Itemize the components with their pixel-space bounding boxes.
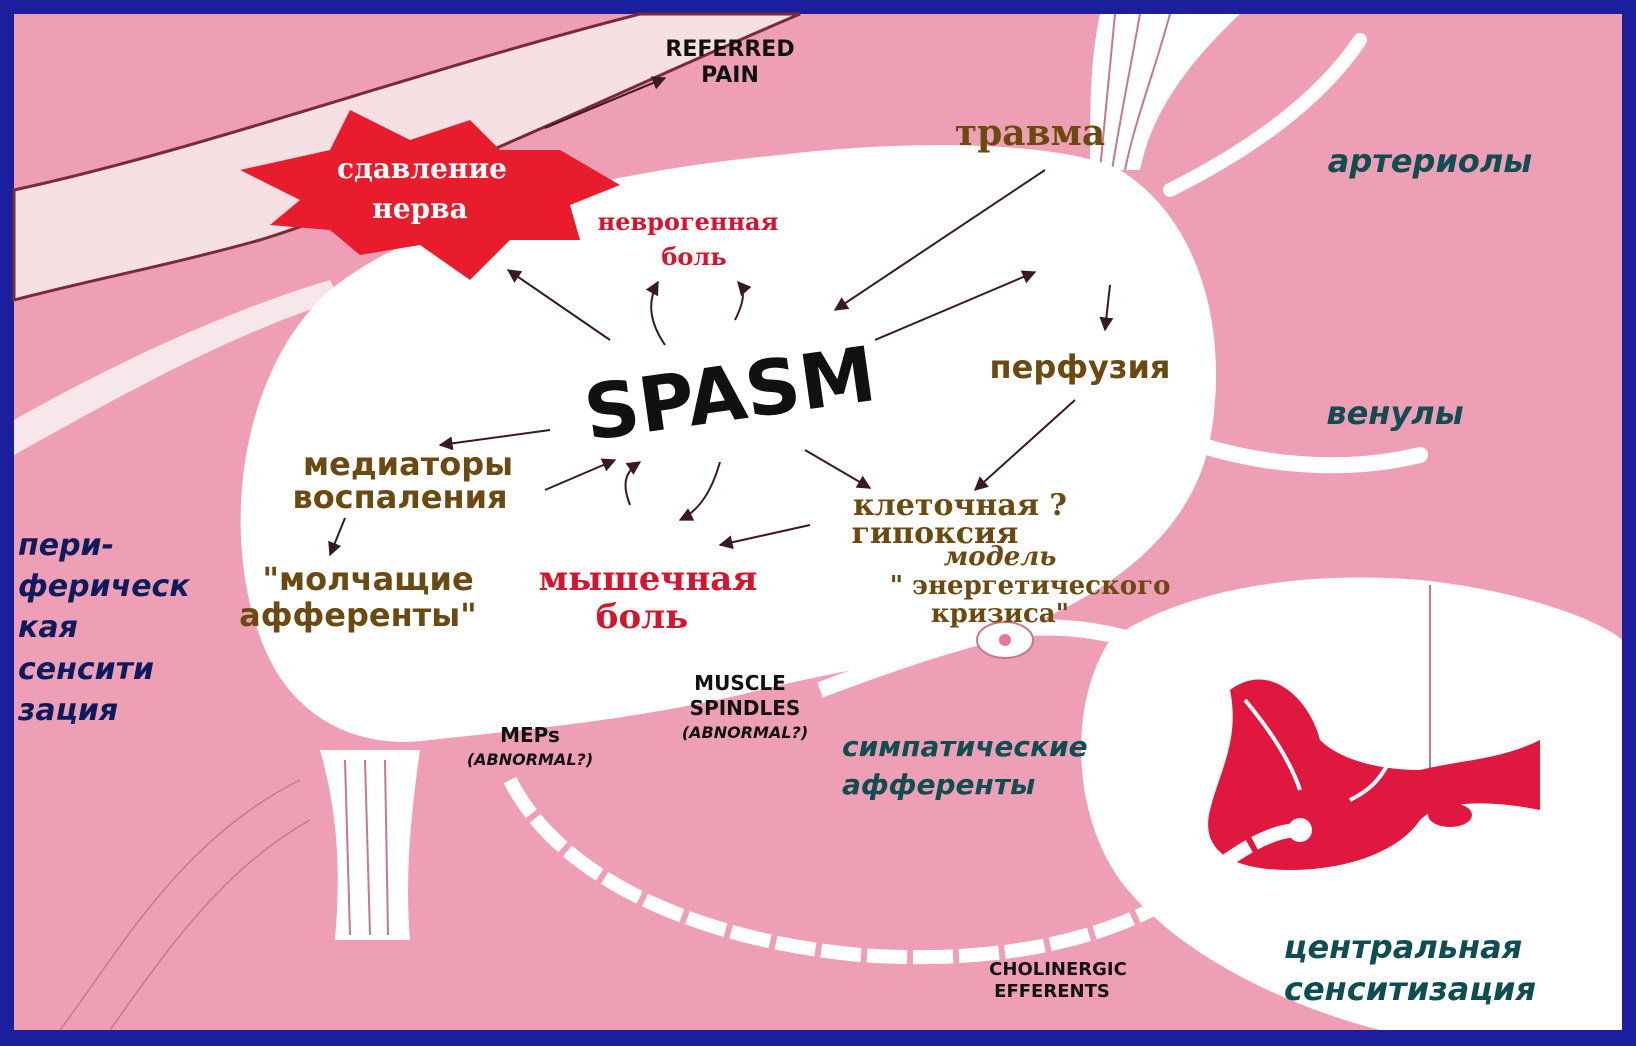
label-arterioles: артериолы bbox=[1328, 142, 1533, 180]
label-inflammatory-mediators: медиаторы воспаления bbox=[292, 445, 513, 516]
referred-pain-text-1: REFERRED bbox=[665, 37, 794, 62]
neurogenic-pain-text-1: неврогенная bbox=[598, 207, 779, 236]
meps-text-1: MEPs bbox=[500, 723, 560, 747]
peripheral-sens-text-2: ферическ bbox=[18, 569, 190, 604]
peripheral-sens-text-1: пери- bbox=[18, 528, 114, 563]
label-cholinergic-efferents: CHOLINERGIC EFFERENTS bbox=[989, 959, 1127, 1002]
silent-afferents-text-2: афференты" bbox=[239, 596, 477, 634]
label-silent-afferents: "молчащие афференты" bbox=[239, 560, 477, 634]
nerve-compression-text-1: сдавление bbox=[337, 152, 507, 185]
cholinergic-text-1: CHOLINERGIC bbox=[989, 959, 1127, 980]
muscle-pain-text-1: мышечная bbox=[539, 559, 758, 599]
energy-crisis-text-1: модель bbox=[944, 542, 1057, 572]
label-perfusion: перфузия bbox=[990, 348, 1171, 386]
peripheral-sens-text-3: кая bbox=[18, 610, 78, 645]
silent-afferents-text-1: "молчащие bbox=[262, 560, 473, 598]
muscle-spindles-text-2: SPINDLES bbox=[690, 696, 801, 720]
peripheral-sens-text-4: сенсити bbox=[18, 652, 154, 687]
nerve-compression-text-2: нерва bbox=[372, 192, 467, 225]
referred-pain-text-2: PAIN bbox=[701, 63, 759, 88]
peripheral-sens-text-5: зация bbox=[17, 693, 118, 728]
cholinergic-text-2: EFFERENTS bbox=[994, 981, 1110, 1002]
ganglion-cell bbox=[999, 634, 1011, 646]
label-venules: венулы bbox=[1326, 394, 1463, 432]
energy-crisis-text-3: кризиса" bbox=[931, 599, 1069, 629]
sympathetic-afferents-text-1: симпатические bbox=[842, 730, 1088, 763]
central-canal bbox=[1428, 803, 1472, 827]
meps-text-2: (ABNORMAL?) bbox=[467, 750, 593, 769]
neurogenic-pain-text-2: боль bbox=[661, 242, 726, 271]
muscle-pain-text-2: боль bbox=[596, 597, 688, 637]
inflammatory-mediators-text-2: воспаления bbox=[292, 478, 507, 516]
label-trauma: травма bbox=[955, 112, 1105, 154]
muscle-spindles-text-3: (ABNORMAL?) bbox=[682, 723, 808, 742]
sympathetic-afferents-text-2: афференты bbox=[842, 768, 1035, 801]
central-sens-text-1: центральная bbox=[1284, 928, 1523, 966]
muscle-spindles-text-1: MUSCLE bbox=[694, 671, 786, 695]
central-sens-text-2: сенситизация bbox=[1284, 970, 1536, 1008]
energy-crisis-text-2: " энергетического bbox=[890, 571, 1171, 601]
